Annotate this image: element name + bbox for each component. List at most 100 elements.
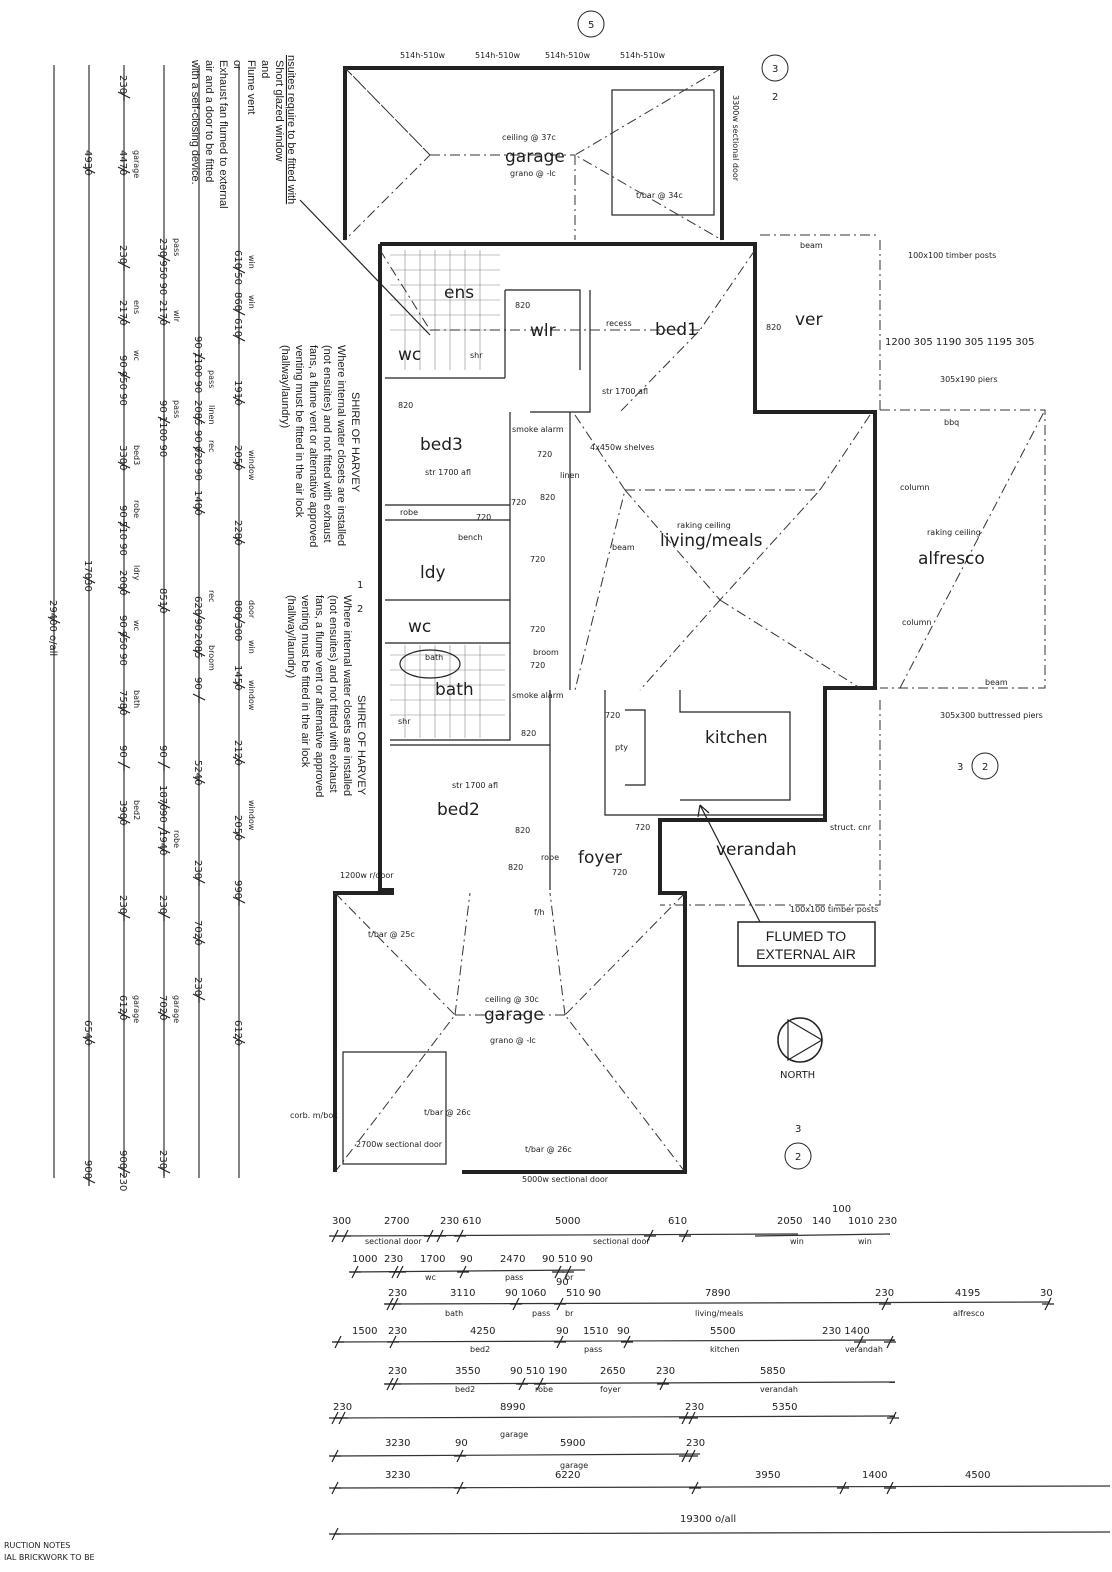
door-width-label: 720 [530, 625, 545, 634]
dimension-tick [117, 259, 131, 271]
dimension-tick [389, 1297, 401, 1311]
bottom-dimension-value: 230 [388, 1326, 407, 1337]
left-dimension-value: 2280 [232, 520, 243, 545]
dimension-tick [232, 1034, 246, 1046]
dimension-tick [157, 1164, 171, 1176]
bottom-dimension-value: 90 510 90 [542, 1254, 593, 1265]
room-label-buttressed: 305x300 buttressed piers [940, 711, 1043, 720]
left-dimension-label: wc [132, 620, 141, 631]
bottom-dimension-value: 100 [832, 1204, 851, 1215]
bottom-garage-car-bay [342, 1051, 447, 1165]
left-dimension-label: rec [207, 440, 216, 452]
dimension-tick [387, 1335, 399, 1349]
bottom-dimension-value: 1700 [420, 1254, 445, 1265]
bottom-dimension-line [334, 1233, 799, 1237]
bottom-dimension-value: 1000 [352, 1254, 377, 1265]
wc-note-line: fans, a flume vent or alternative approv… [307, 345, 319, 547]
room-label-garage_bot_tbar3: t/bar @ 26c [525, 1145, 572, 1154]
bottom-dimension-label: verandah [845, 1345, 883, 1354]
bottom-dimension-value: 8990 [500, 1402, 525, 1413]
bottom-dimension-label: bed2 [470, 1345, 490, 1354]
left-dimension-label: door [247, 600, 256, 619]
dimension-tick [232, 754, 246, 766]
ensuite-note-line: Exhaust fan flumed to external [217, 60, 229, 209]
dimension-tick [562, 1265, 574, 1279]
left-dimension-label: win [247, 640, 256, 654]
bottom-dimension-value: 230 [388, 1366, 407, 1377]
section-marker-number: 2 [772, 92, 778, 103]
dimension-tick [157, 799, 171, 811]
dimension-tick [689, 1481, 701, 1495]
dimension-tick [232, 894, 246, 906]
bottom-dimension-value: 4500 [965, 1470, 990, 1481]
room-label-pty: pty [615, 743, 628, 752]
dimension-tick [434, 1229, 446, 1243]
bottom-dimension-value: 5900 [560, 1438, 585, 1449]
left-dimension-label: bed3 [132, 445, 141, 465]
left-dimension-label: bath [132, 690, 141, 708]
window-label: 514h-510w [400, 51, 445, 60]
ensuite-note-line: Flume vent [245, 60, 257, 114]
dimension-tick [192, 774, 206, 786]
bottom-dimension-label: bath [445, 1309, 463, 1318]
bottom-dimension-value: 1010 [848, 1216, 873, 1227]
left-dimension-value: 6120 [232, 1020, 243, 1045]
bottom-dimension-value: 230 [878, 1216, 897, 1227]
dimension-tick [192, 504, 206, 516]
bottom-dimension-label: sectional door [365, 1237, 422, 1246]
left-dimension-value: 1910 [232, 380, 243, 405]
bottom-dimension-label: win [858, 1237, 872, 1246]
dimension-tick [457, 1265, 469, 1279]
bottom-dimension-value: 1510 [583, 1326, 608, 1337]
left-dimension-value: 90 510 90 [117, 505, 128, 556]
door-width-label: 820 [766, 323, 781, 332]
window-label: 514h-510w [545, 51, 590, 60]
room-label-ens: ens [444, 283, 474, 303]
bottom-dimension-value: 90 1060 [505, 1288, 546, 1299]
left-dimension-value: 2050 [232, 445, 243, 470]
left-dimension-value: 230 [117, 245, 128, 264]
dimension-tick [117, 814, 131, 826]
door-width-label: 820 [540, 493, 555, 502]
door-width-label: 720 [476, 513, 491, 522]
left-dimension-label: garage [132, 150, 141, 178]
left-dimension-value: 4470 [117, 150, 128, 175]
bottom-dimension-value: 5350 [772, 1402, 797, 1413]
bottom-dimension-line [384, 1301, 1051, 1305]
ensuite-arrow [299, 199, 431, 336]
left-dimension-label: window [247, 800, 256, 831]
dimension-tick [884, 1481, 896, 1495]
dimension-tick [157, 844, 171, 856]
dimension-tick [232, 394, 246, 406]
top-garage-roof-lines [344, 67, 723, 241]
dimension-tick [657, 1377, 669, 1391]
door-width-label: 820 [521, 729, 536, 738]
dimension-tick [232, 679, 246, 691]
dimension-tick [232, 332, 246, 344]
left-dimension-value: 900 230 [117, 1150, 128, 1191]
left-dimension-value: 230 950 90 [157, 238, 168, 295]
bottom-dimension-value: 2700 [384, 1216, 409, 1227]
room-label-garage_top: garage [505, 147, 565, 167]
dimension-tick [454, 1229, 466, 1243]
dimension-tick [389, 1377, 401, 1391]
room-label-wc2: wc [408, 617, 431, 637]
bottom-dimension-value: 90 [617, 1326, 630, 1337]
dimension-tick [157, 1009, 171, 1021]
left-dimension-value: 2050 [232, 815, 243, 840]
left-dimension-value: 90 [117, 745, 128, 758]
bottom-dimension-label: garage [500, 1430, 528, 1439]
alfresco-roof [660, 234, 1046, 906]
dimension-tick [117, 164, 131, 176]
ensuite-note-line: Short glazed window [273, 60, 285, 162]
door-width-label: 720 [612, 868, 627, 877]
room-label-garage_top_ceiling: ceiling @ 37c [502, 133, 556, 142]
left-dimension-label: pass [172, 400, 181, 418]
left-dimension-value: 880 300 [232, 600, 243, 641]
left-dimension-label: pass [207, 370, 216, 388]
wc-note-line: Where internal water closets are install… [335, 345, 347, 546]
window-label: 514h-510w [620, 51, 665, 60]
dimension-tick [192, 874, 206, 886]
dimension-tick [117, 629, 131, 641]
